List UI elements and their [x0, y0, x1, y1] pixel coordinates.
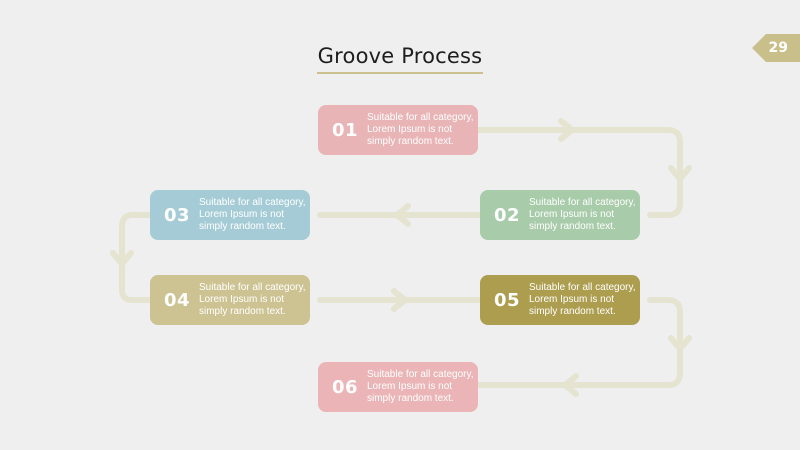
connector-01-02: [475, 127, 683, 218]
connector-03-04: [119, 212, 153, 303]
connector-05-06: [475, 297, 683, 388]
process-step-01: 01 Suitable for all category, Lorem Ipsu…: [318, 105, 478, 155]
step-description: Suitable for all category, Lorem Ipsum i…: [199, 197, 306, 232]
step-number: 06: [331, 376, 358, 398]
title-underline: [317, 72, 483, 74]
process-step-04: 04 Suitable for all category, Lorem Ipsu…: [150, 275, 310, 325]
step-description: Suitable for all category, Lorem Ipsum i…: [199, 282, 306, 317]
step-description: Suitable for all category, Lorem Ipsum i…: [529, 282, 636, 317]
arrow-left-icon: [562, 373, 579, 397]
step-description: Suitable for all category, Lorem Ipsum i…: [367, 369, 474, 404]
arrow-down-icon: [668, 165, 692, 182]
step-description: Suitable for all category, Lorem Ipsum i…: [367, 112, 474, 147]
step-number: 03: [163, 204, 190, 226]
step-description: Suitable for all category, Lorem Ipsum i…: [529, 197, 636, 232]
process-step-03: 03 Suitable for all category, Lorem Ipsu…: [150, 190, 310, 240]
process-step-02: 02 Suitable for all category, Lorem Ipsu…: [480, 190, 640, 240]
arrow-right-icon: [391, 288, 408, 312]
process-step-05: 05 Suitable for all category, Lorem Ipsu…: [480, 275, 640, 325]
process-step-06: 06 Suitable for all category, Lorem Ipsu…: [318, 362, 478, 412]
arrow-left-icon: [394, 203, 411, 227]
arrow-right-icon: [558, 118, 575, 142]
slide-title: Groove Process: [317, 44, 483, 68]
step-number: 04: [163, 289, 190, 311]
arrow-down-icon: [110, 250, 134, 267]
arrow-down-icon: [668, 335, 692, 352]
step-number: 01: [331, 119, 358, 141]
step-number: 02: [493, 204, 520, 226]
step-number: 05: [493, 289, 520, 311]
